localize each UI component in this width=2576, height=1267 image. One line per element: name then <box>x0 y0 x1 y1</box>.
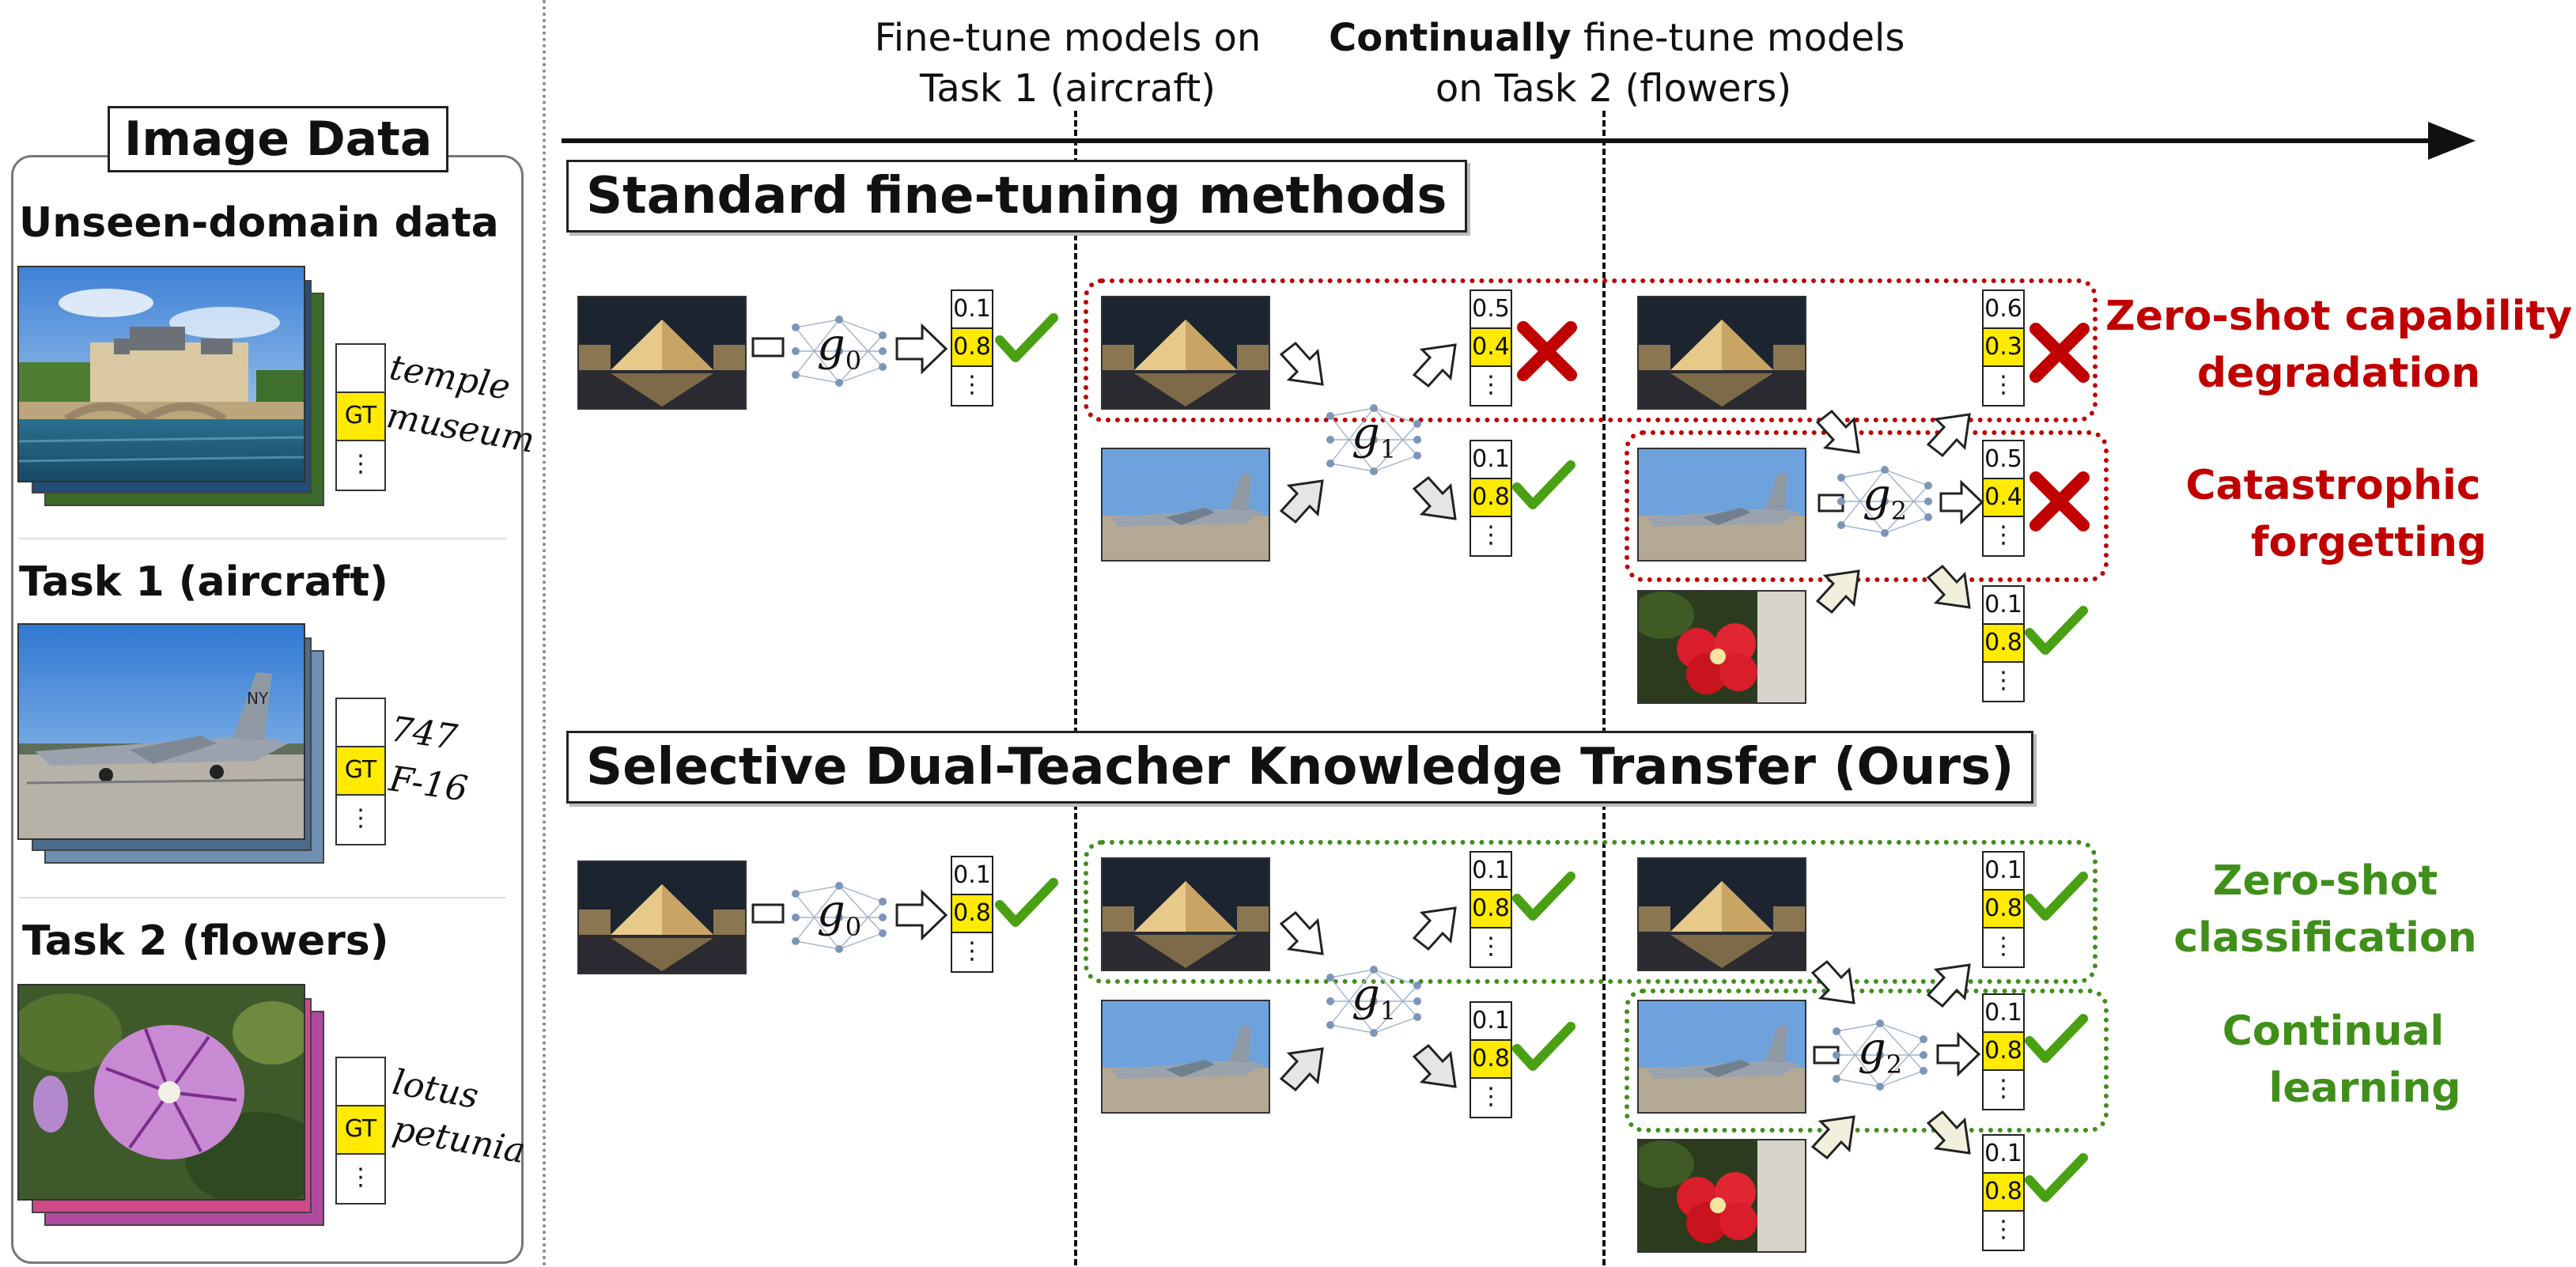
cross-icon <box>1517 321 1577 381</box>
unseen-domain-title: Unseen-domain data <box>19 199 499 247</box>
petunia-flower-photo <box>17 984 305 1201</box>
task1-title: Task 1 (aircraft) <box>19 558 388 606</box>
continual-learning-label: Continual learning <box>2222 1008 2461 1112</box>
cross-icon <box>2029 323 2090 383</box>
check-icon <box>2025 872 2088 921</box>
stage2-divider <box>1602 111 1606 1265</box>
louvre-pyramid-photo <box>1101 296 1270 410</box>
f16-aircraft-photo <box>1101 448 1270 562</box>
arrow-up-right-icon <box>1926 413 1971 458</box>
image-data-title: Image Data <box>108 106 449 172</box>
gt-label: GT <box>337 747 384 796</box>
arrow-down-right-icon <box>1815 409 1860 454</box>
arrow-up-right-icon <box>1279 1047 1324 1092</box>
louvre-pyramid-photo <box>1637 296 1806 410</box>
task2-title: Task 2 (flowers) <box>22 917 389 965</box>
f16-aircraft-photo: NY <box>17 623 305 840</box>
panel-divider <box>19 538 506 539</box>
arrow-down-right-icon <box>1412 475 1457 520</box>
model-g1: g1 <box>1322 962 1425 1041</box>
arrow-right-icon <box>1936 1031 1981 1077</box>
arrow-up-right-icon <box>1279 479 1324 524</box>
arrow-up-right-icon <box>1412 906 1457 951</box>
ours-title: Selective Dual-Teacher Knowledge Transfe… <box>566 731 2034 804</box>
red-flower-photo <box>1637 590 1806 704</box>
continual-learning-box <box>1625 989 2109 1133</box>
check-icon <box>995 313 1058 362</box>
arrow-down-right-icon <box>1926 1110 1971 1155</box>
check-icon <box>1512 872 1575 921</box>
check-icon <box>2025 1014 2088 1063</box>
catastrophic-forgetting-label: Catastrophic forgetting <box>2185 462 2487 566</box>
zero-shot-degradation-box <box>1084 278 2097 422</box>
timeline-arrow <box>562 122 2476 160</box>
stage2-header: Continually fine-tune models on Task 2 (… <box>1329 16 1905 111</box>
arrow-right-icon <box>751 337 785 357</box>
model-g2: g2 <box>1833 462 1936 541</box>
zero-shot-degradation-label: Zero-shot capability degradation <box>2105 293 2573 397</box>
check-icon <box>2025 606 2088 655</box>
gt-vector-task1: GT ⋮ <box>335 698 386 845</box>
check-icon <box>995 878 1058 927</box>
check-icon <box>2025 1153 2088 1202</box>
model-g2: g2 <box>1829 1015 1931 1095</box>
standard-title: Standard fine-tuning methods <box>566 160 1467 233</box>
gt-label: GT <box>337 1106 384 1155</box>
f16-aircraft-photo <box>1101 1000 1270 1114</box>
louvre-pyramid-photo <box>577 860 747 974</box>
arrow-right-icon <box>895 889 948 941</box>
louvre-pyramid-photo <box>1637 857 1806 971</box>
model-g1: g1 <box>1322 400 1425 479</box>
check-icon <box>1512 460 1575 509</box>
stage1-divider <box>1074 111 1077 1265</box>
model-g0: g0 <box>788 878 891 957</box>
red-flower-photo <box>1637 1139 1806 1253</box>
zero-shot-classification-box <box>1084 840 2097 984</box>
louvre-pyramid-photo <box>1101 857 1270 971</box>
louvre-palace-photo <box>17 266 305 482</box>
stage1-header: Fine-tune models on Task 1 (aircraft) <box>874 16 1262 111</box>
zero-shot-classification-label: Zero-shot classification <box>2173 857 2477 962</box>
arrow-right-icon <box>895 323 948 375</box>
arrow-up-right-icon <box>1412 343 1457 388</box>
panel-separator <box>543 0 546 1267</box>
arrow-down-right-icon <box>1279 910 1324 955</box>
check-icon <box>1512 1022 1575 1071</box>
arrow-down-right-icon <box>1810 959 1855 1004</box>
arrow-up-right-icon <box>1815 569 1860 615</box>
arrow-down-right-icon <box>1279 341 1324 386</box>
arrow-up-right-icon <box>1810 1115 1855 1160</box>
arrow-right-icon <box>751 903 785 924</box>
catastrophic-forgetting-box <box>1625 430 2109 582</box>
gt-label: GT <box>337 393 384 441</box>
gt-vector-unseen: GT ⋮ <box>335 343 386 491</box>
svg-text:NY: NY <box>247 689 269 708</box>
gt-vector-task2: GT ⋮ <box>335 1057 386 1205</box>
f16-aircraft-photo <box>1637 1000 1806 1114</box>
arrow-down-right-icon <box>1412 1043 1457 1088</box>
arrow-down-right-icon <box>1926 564 1971 609</box>
f16-aircraft-photo <box>1637 448 1806 562</box>
cross-icon <box>2029 471 2090 531</box>
arrow-up-right-icon <box>1926 963 1971 1008</box>
model-g0: g0 <box>788 312 891 391</box>
louvre-pyramid-photo <box>577 296 747 410</box>
arrow-right-icon <box>1939 479 1984 525</box>
panel-divider <box>19 897 506 898</box>
